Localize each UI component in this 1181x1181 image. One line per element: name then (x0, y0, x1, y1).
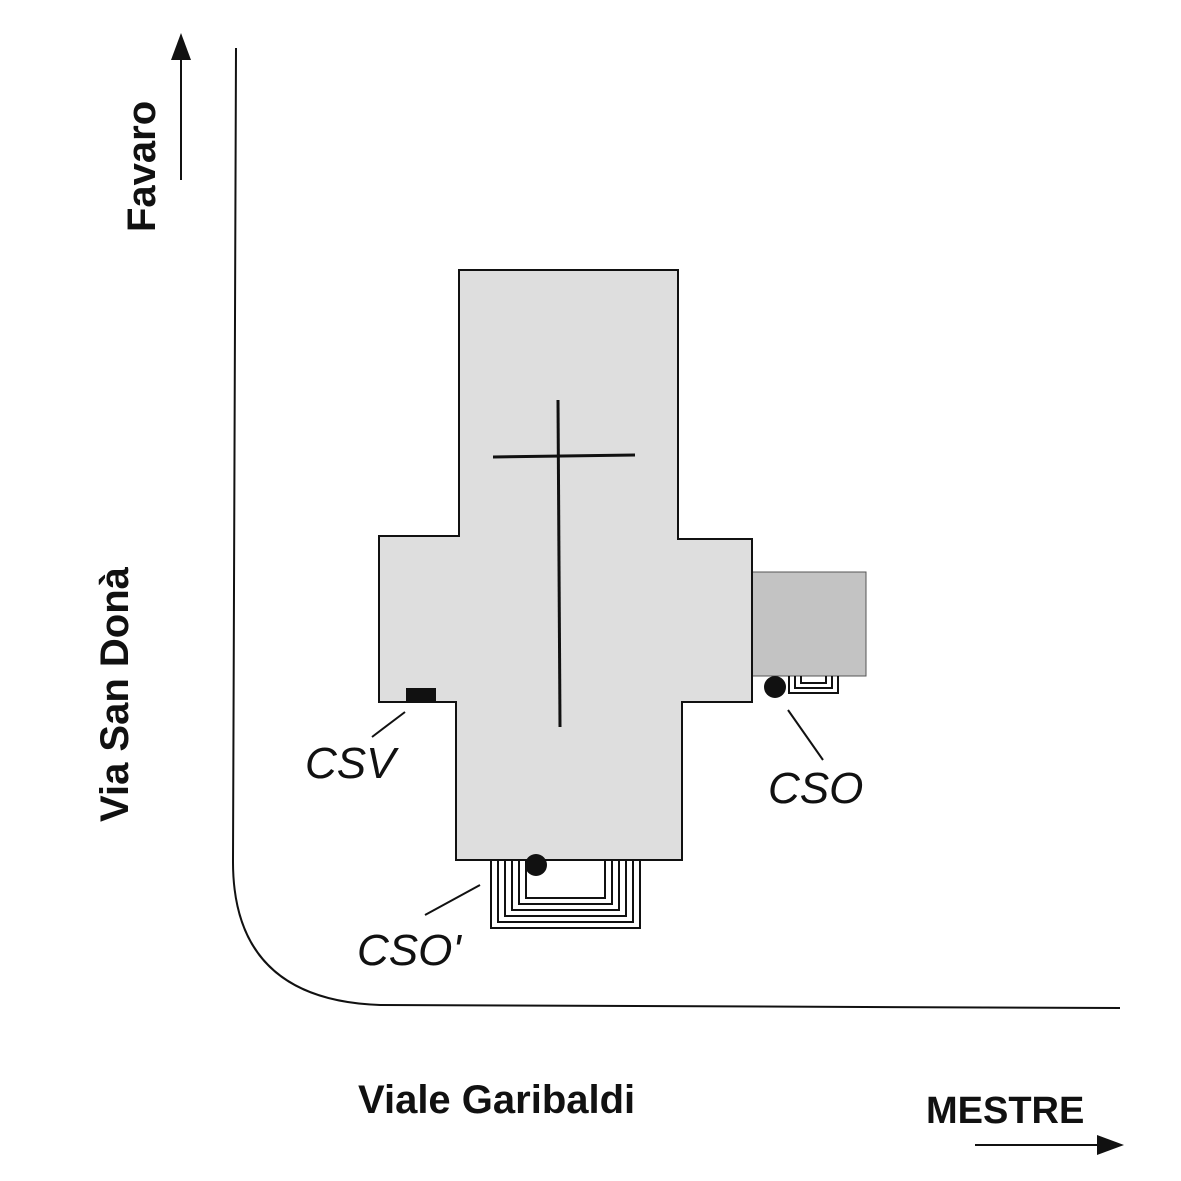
csv-marker (406, 688, 436, 701)
church-plan (378, 269, 753, 861)
cross-vertical (556, 399, 562, 728)
via-san-dona-label: Via San Donà (93, 566, 137, 822)
cso-label: CSO (768, 764, 863, 813)
road-outline (231, 47, 1121, 1009)
cso-marker (764, 676, 786, 698)
cross-horizontal (492, 453, 636, 459)
favaro-label: Favaro (120, 101, 164, 232)
annex-building (751, 571, 867, 677)
cso-prime-marker (525, 854, 547, 876)
cso-prime-label: CSO' (357, 926, 462, 975)
side-entrance-steps (788, 676, 839, 694)
cso-prime-leader-line (424, 884, 481, 916)
csv-leader-line (371, 711, 406, 738)
viale-garibaldi-label: Viale Garibaldi (358, 1078, 635, 1122)
favaro-arrowhead (171, 33, 191, 60)
mestre-arrowhead (1097, 1135, 1124, 1155)
csv-label: CSV (305, 739, 399, 788)
front-entrance-steps (490, 860, 641, 929)
cso-leader-line (787, 709, 824, 761)
mestre-label: MESTRE (926, 1090, 1084, 1132)
